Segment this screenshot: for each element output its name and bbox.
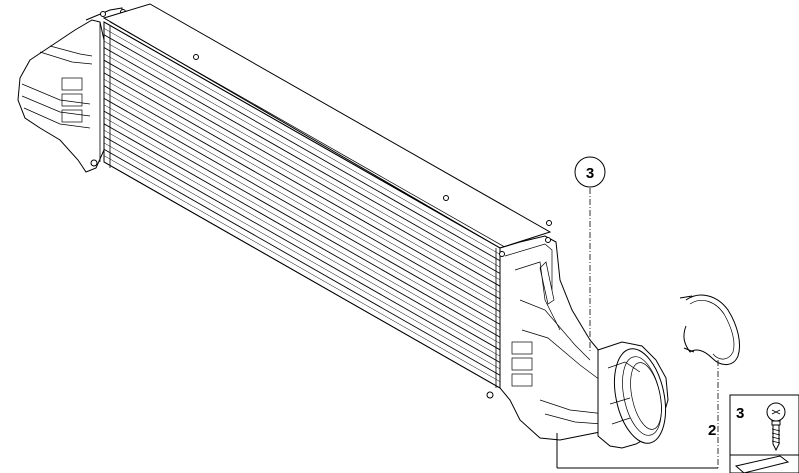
core-tube-line [103,97,501,325]
core-tube-line [103,47,501,274]
core-tube-line [103,142,501,370]
core-tube-line [103,28,501,255]
callout-3[interactable]: 3 [574,156,606,188]
right-end-tank [486,235,613,441]
core-tube-line [103,161,501,389]
core-tube-line [103,34,501,262]
leader-lines [556,188,719,469]
core-tube-line [103,79,501,306]
core-tube-line [103,110,501,338]
core-tube-line [103,136,501,363]
core-tube-line [103,155,501,382]
retaining-clip [679,294,741,365]
part-number-2: 2 [708,422,716,439]
core-tube-line [103,129,501,357]
screw-icon [766,402,786,452]
part-number-3: 3 [736,405,744,422]
core-tube-line [103,59,501,287]
core-tube-line [103,21,501,249]
legend-next-item [729,454,799,473]
core-tube-line [103,53,501,281]
outlet-duct [597,341,669,449]
core-tube-line [103,40,501,268]
core-tube-line [103,104,501,331]
core-tube-line [103,91,501,319]
core-fins [99,21,507,392]
callout-3-label: 3 [586,165,594,182]
core-tube-line [103,66,501,293]
core-tube-line [103,123,501,351]
core-tube-line [103,85,501,313]
core-tube-line [103,72,501,300]
core-tube-line [103,117,501,344]
left-end-tank [17,7,126,173]
legend-part-3: 3 [729,394,799,456]
intercooler-core [99,3,552,392]
core-tube-line [103,148,501,376]
